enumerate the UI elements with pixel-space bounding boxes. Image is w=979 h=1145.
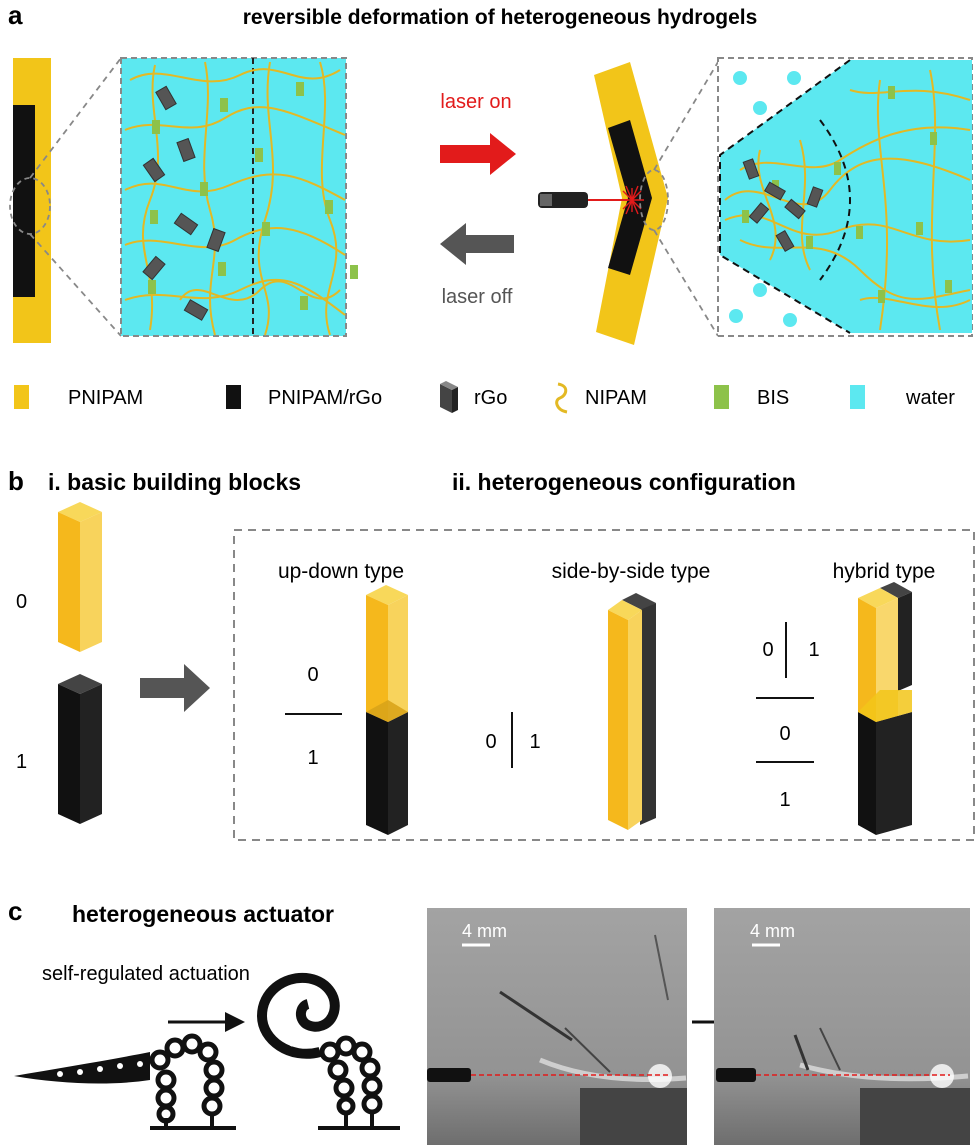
zoom-circle-right <box>639 169 669 231</box>
legend-label-pnipam: PNIPAM <box>68 387 143 409</box>
zoom-box-swollen <box>120 57 358 337</box>
updown-top-label: 0 <box>307 664 318 686</box>
heading-building-blocks: i. basic building blocks <box>48 469 301 495</box>
scale-bar-label-2: 4 mm <box>750 921 795 941</box>
panel-a-title: reversible deformation of heterogeneous … <box>243 6 758 29</box>
building-block-0 <box>58 502 102 652</box>
hybrid-top-right-label: 1 <box>808 639 819 661</box>
hybrid-bottom-label: 1 <box>779 789 790 811</box>
heading-heterogeneous-config: ii. heterogeneous configuration <box>452 469 796 495</box>
actuator-title: heterogeneous actuator <box>72 901 334 927</box>
panel-a-letter: a <box>8 0 23 30</box>
combine-arrow <box>140 664 210 712</box>
legend-swatch-bis <box>714 385 729 409</box>
actuation-arrow-head <box>225 1012 245 1032</box>
legend-swatch-nipam <box>555 382 568 414</box>
legend-label-bis: BIS <box>757 387 789 409</box>
configuration-box <box>233 529 975 841</box>
laser-off-label: laser off <box>442 286 513 308</box>
photo-after-actuation <box>714 908 970 1145</box>
tentacle-straight-icon <box>14 1033 236 1130</box>
tentacle-curled-icon <box>256 972 400 1130</box>
zoom-box-shrunk <box>717 57 973 337</box>
laser-off-arrow <box>440 223 514 265</box>
sideside-left-label: 0 <box>485 731 496 753</box>
laser-on-arrow <box>440 133 516 175</box>
sideside-block <box>608 593 656 830</box>
legend-swatch-rgo <box>440 381 458 413</box>
panel-c-letter: c <box>8 896 22 926</box>
legend: PNIPAM PNIPAM/rGo rGo NIPAM BIS water <box>14 381 955 414</box>
legend-swatch-pnipam <box>14 385 29 409</box>
hybrid-top-left-label: 0 <box>762 639 773 661</box>
hybrid-block <box>858 582 912 835</box>
legend-label-rgo: rGo <box>474 387 507 409</box>
photo-before-actuation <box>427 908 687 1145</box>
legend-label-nipam: NIPAM <box>585 387 647 409</box>
legend-swatch-water <box>850 385 865 409</box>
updown-block <box>366 585 408 835</box>
block-0-label: 0 <box>16 591 27 613</box>
hybrid-title: hybrid type <box>833 560 936 583</box>
sideside-right-label: 1 <box>529 731 540 753</box>
laser-on-label: laser on <box>440 91 511 113</box>
updown-title: up-down type <box>278 560 404 583</box>
sideside-title: side-by-side type <box>552 560 711 583</box>
hybrid-mid-label: 0 <box>779 723 790 745</box>
scale-bar-label-1: 4 mm <box>462 921 507 941</box>
panel-b-letter: b <box>8 466 24 496</box>
actuator-subtitle: self-regulated actuation <box>42 963 250 985</box>
legend-label-water: water <box>905 387 955 409</box>
building-block-1 <box>58 674 102 824</box>
legend-swatch-pnipam-rgo <box>226 385 241 409</box>
updown-bottom-label: 1 <box>307 747 318 769</box>
laser-spot-icon <box>620 185 644 215</box>
straight-strip-rgo-layer <box>13 105 35 297</box>
legend-label-pnipam-rgo: PNIPAM/rGo <box>268 387 382 409</box>
block-1-label: 1 <box>16 751 27 773</box>
